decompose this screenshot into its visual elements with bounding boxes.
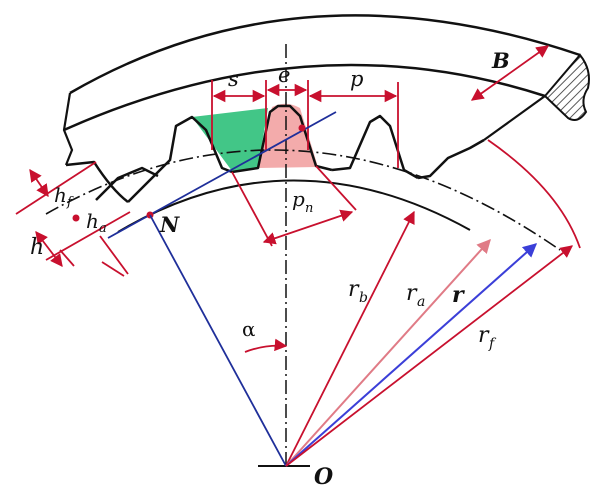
line-ON <box>149 214 287 467</box>
rim-inner-arc <box>63 63 546 132</box>
label-pn: p <box>292 187 305 211</box>
label-rf-sub: f <box>488 336 497 352</box>
label-s: s <box>228 67 239 91</box>
label-h: h <box>30 235 44 260</box>
label-r: r <box>452 282 465 308</box>
line-of-action <box>107 111 337 239</box>
rim-left-end <box>62 92 74 166</box>
radius-rf <box>285 245 573 467</box>
tooth-fill <box>258 103 318 168</box>
label-rb-sub: b <box>359 290 368 306</box>
label-p: p <box>350 67 363 91</box>
base-circle-arc <box>117 179 471 233</box>
radius-ra <box>285 238 491 467</box>
alpha-arc <box>244 338 288 353</box>
B-dimension <box>470 45 550 101</box>
label-e: e <box>278 63 290 87</box>
label-ha-sub: a <box>99 221 107 236</box>
label-ra-sub: a <box>417 294 425 310</box>
label-hf: h <box>54 183 67 207</box>
label-ra: r <box>406 281 418 306</box>
label-hf-sub: f <box>66 195 74 210</box>
label-rb: r <box>348 277 360 302</box>
radius-rb <box>285 210 415 467</box>
label-rf: r <box>478 323 490 348</box>
rim-outer-arc <box>69 14 581 95</box>
label-N: N <box>159 212 180 237</box>
pitch-circle <box>45 149 561 251</box>
height-dimensions <box>15 161 131 277</box>
teeth-profile <box>65 104 485 203</box>
contact-point <box>298 124 306 132</box>
label-O: O <box>314 464 333 490</box>
label-pn-sub: n <box>305 201 313 216</box>
pn-dimension <box>231 165 357 247</box>
label-B: B <box>491 48 510 73</box>
tooth-space-fill <box>192 108 268 171</box>
radius-r <box>285 243 538 467</box>
pitch-dimensions <box>211 80 399 168</box>
addendum-arc <box>487 139 581 249</box>
label-ha: h <box>86 209 99 233</box>
label-alpha: α <box>242 317 256 341</box>
rim-right-section <box>543 53 590 121</box>
hf-point <box>72 214 80 222</box>
